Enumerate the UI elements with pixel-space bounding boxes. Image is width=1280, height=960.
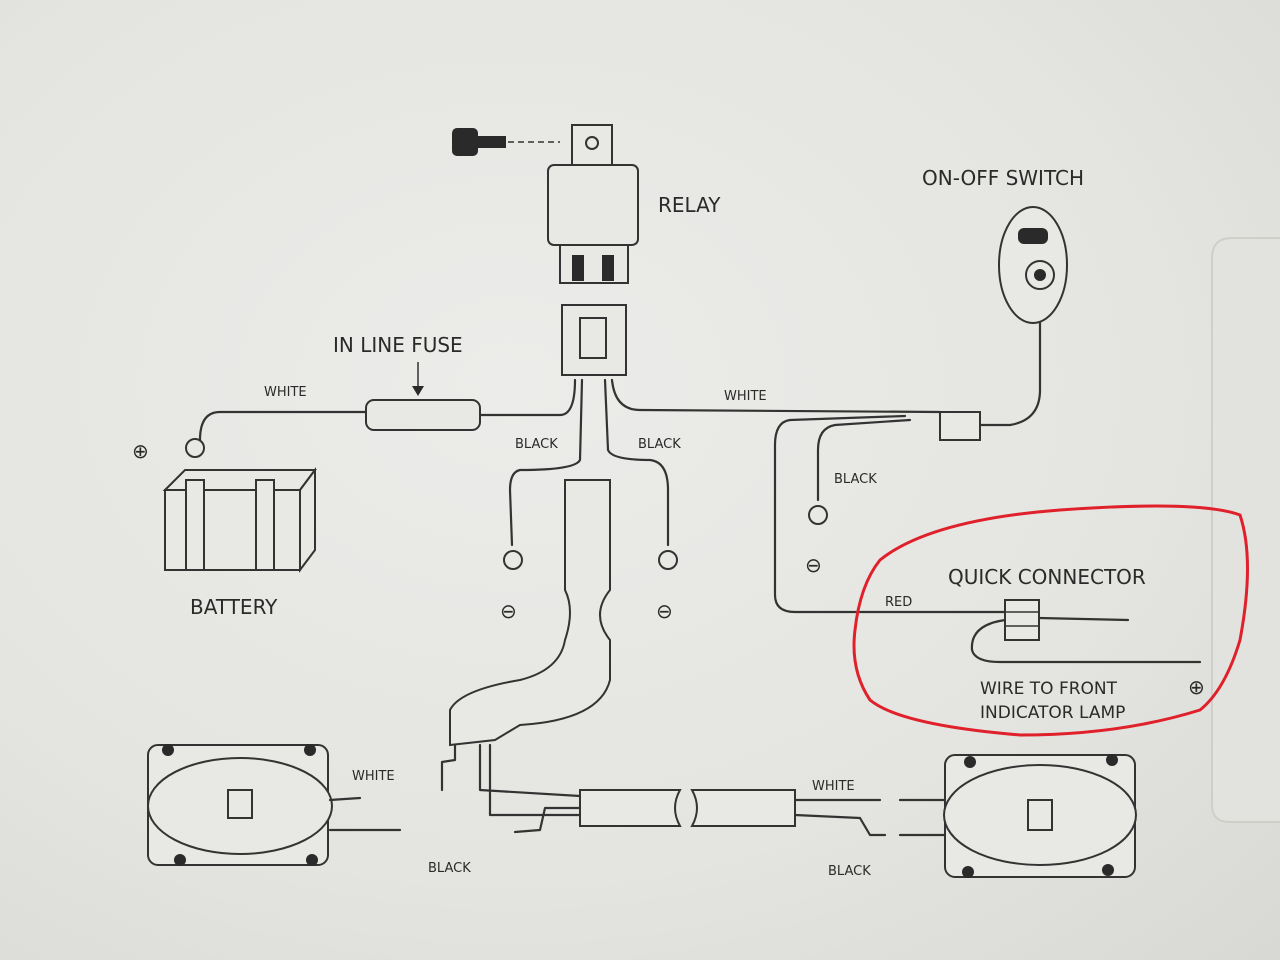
black-center-label: BLACK — [638, 437, 681, 452]
indicator-label-line1: WIRE TO FRONT — [980, 679, 1118, 699]
black-right-lamp-label: BLACK — [828, 864, 871, 879]
negative-symbol-center: ⊖ — [656, 599, 673, 623]
page-edge — [1211, 237, 1280, 823]
indicator-label-line2: INDICATOR LAMP — [980, 703, 1125, 723]
negative-symbol-left: ⊖ — [500, 599, 517, 623]
quick-connector-label: QUICK CONNECTOR — [948, 565, 1146, 589]
left-fog-lamp — [147, 744, 402, 866]
switch-connector — [939, 411, 981, 441]
relay — [547, 124, 639, 376]
quick-connector — [970, 599, 1202, 664]
switch-label: ON-OFF SWITCH — [922, 166, 1084, 190]
inline-fuse — [365, 399, 481, 431]
white-left-lamp-label: WHITE — [352, 769, 395, 784]
black-switch-label: BLACK — [834, 472, 877, 487]
fuse-label: IN LINE FUSE — [333, 333, 463, 357]
white-right-lamp-label: WHITE — [812, 779, 855, 794]
battery-label: BATTERY — [190, 595, 278, 619]
relay-label: RELAY — [658, 193, 721, 217]
battery-positive-symbol: ⊕ — [132, 439, 149, 463]
right-fog-lamp — [898, 754, 1137, 878]
black-left-lamp-label: BLACK — [428, 861, 471, 876]
on-off-switch — [998, 206, 1068, 324]
negative-symbol-right: ⊖ — [805, 553, 822, 577]
black-left-label: BLACK — [515, 437, 558, 452]
wire-harness — [440, 479, 887, 837]
white-battery-label: WHITE — [264, 385, 307, 400]
indicator-positive-symbol: ⊕ — [1188, 675, 1205, 699]
bolt-icon — [452, 128, 560, 156]
battery — [162, 467, 317, 573]
red-wire-label: RED — [885, 595, 912, 610]
highlight-circle — [852, 504, 1249, 737]
white-switch-label: WHITE — [724, 389, 767, 404]
